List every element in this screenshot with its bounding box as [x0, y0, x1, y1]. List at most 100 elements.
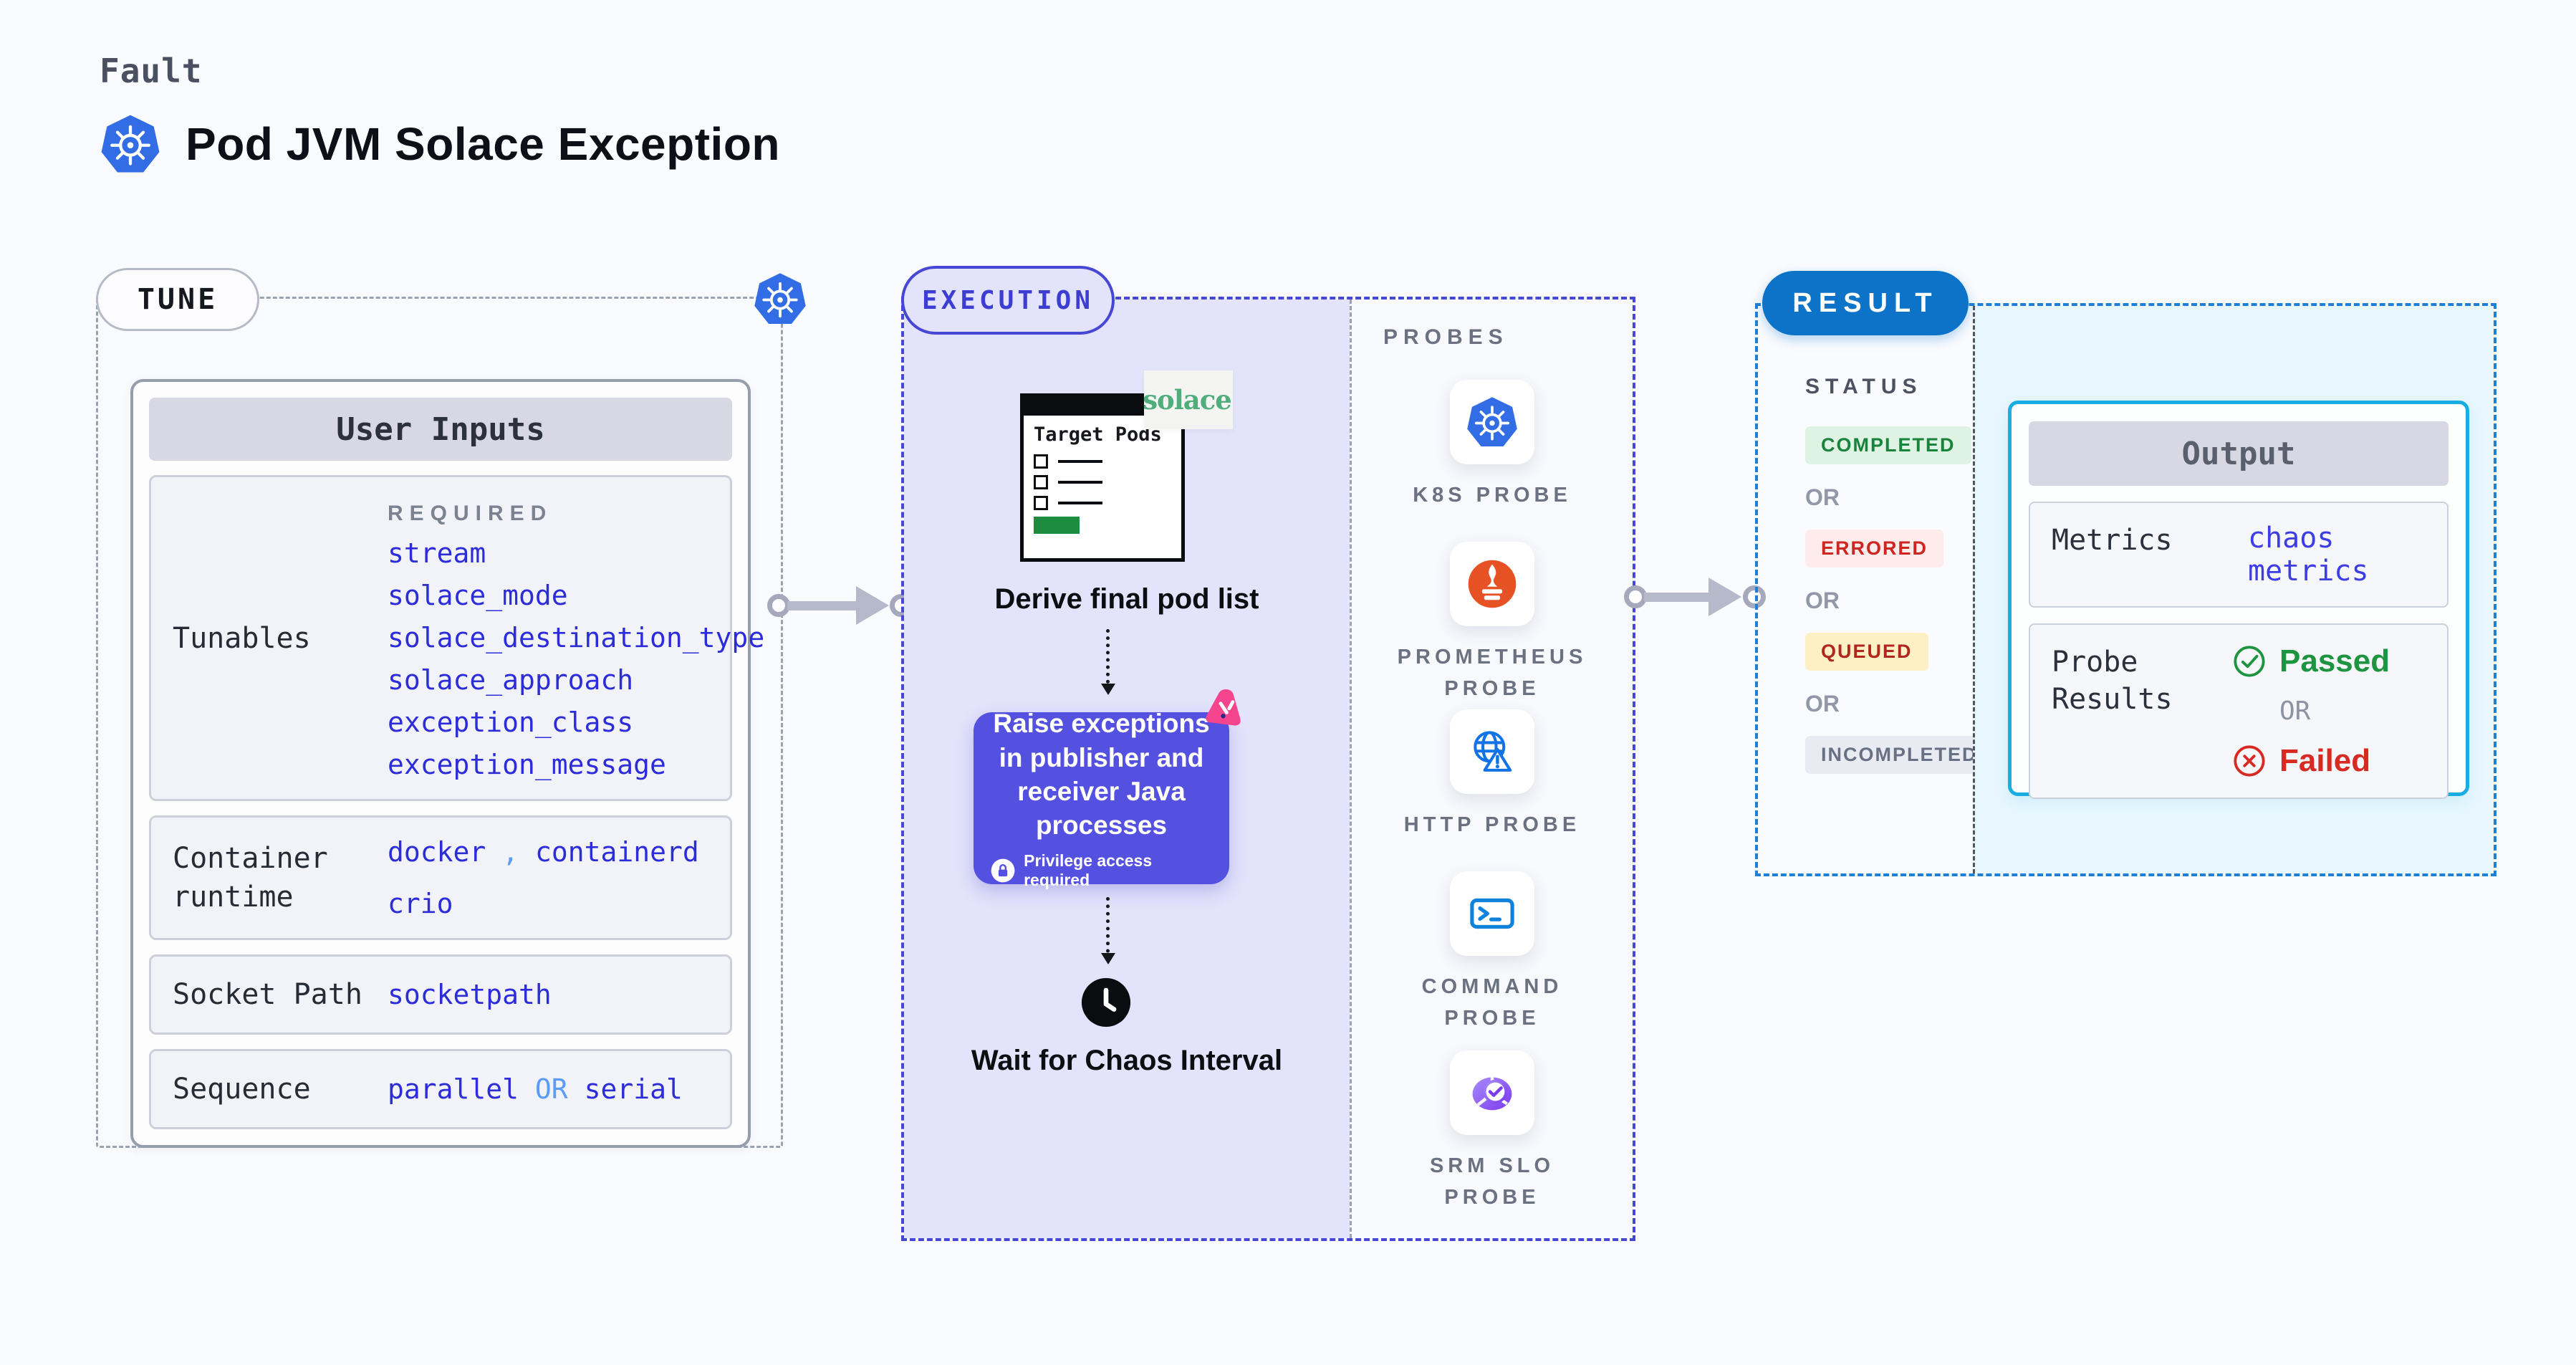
- status-badge-errored: ERRORED: [1805, 530, 1944, 567]
- pod-checklist-item: [1034, 474, 1171, 489]
- status-badge-completed: COMPLETED: [1805, 426, 1971, 464]
- container-runtime-values: docker , containerd crio: [388, 836, 708, 919]
- x-circle-icon: [2232, 744, 2267, 778]
- failed-line: Failed: [2232, 743, 2390, 779]
- clock-icon: [1080, 976, 1133, 1029]
- pod-checklist-item: [1034, 495, 1171, 510]
- solace-wordmark: solace: [1143, 384, 1232, 416]
- probe-label: PROMETHEUS PROBE: [1397, 646, 1587, 700]
- user-inputs-title: User Inputs: [149, 398, 732, 461]
- probe-label: COMMAND PROBE: [1421, 975, 1563, 1030]
- output-region: Output Metrics chaos metrics Probe Resul…: [1973, 306, 2494, 873]
- runtime-crio: crio: [388, 888, 453, 919]
- result-badge: RESULT: [1762, 271, 1969, 335]
- status-stack: STATUS COMPLETED OR ERRORED OR QUEUED OR…: [1805, 375, 1994, 794]
- comma-separator: ,: [502, 836, 519, 868]
- arrow-shaft: [787, 601, 856, 610]
- probe-item: COMMAND PROBE: [1352, 871, 1633, 1034]
- sequence-row: Sequence parallel OR serial: [149, 1049, 732, 1129]
- probe-card: [1450, 542, 1534, 626]
- socket-path-values: socketpath: [388, 975, 708, 1014]
- window-body: Target Pods: [1024, 416, 1181, 541]
- line: [1058, 480, 1102, 484]
- chaos-action-text: Raise exceptions in publisher and receiv…: [993, 709, 1210, 840]
- probes-title: PROBES: [1383, 325, 1509, 349]
- tunable-value: exception_class: [388, 707, 634, 738]
- passed-text: Passed: [2279, 643, 2390, 679]
- probe-item: K8S PROBE: [1352, 380, 1633, 512]
- probe-card: [1450, 380, 1534, 464]
- output-card: Output Metrics chaos metrics Probe Resul…: [2008, 401, 2469, 799]
- status-or: OR: [1805, 484, 1840, 510]
- solace-logo: solace: [1143, 370, 1233, 429]
- kubernetes-icon: [100, 113, 161, 175]
- sequence-values: parallel OR serial: [388, 1070, 708, 1108]
- fault-category-label: Fault: [100, 52, 203, 90]
- flow-arrow-execution-to-result: [1624, 576, 1767, 618]
- prometheus-icon: [1466, 557, 1519, 610]
- status-column: STATUS COMPLETED OR ERRORED OR QUEUED OR…: [1758, 306, 1994, 873]
- chaos-action-box: Raise exceptions in publisher and receiv…: [974, 709, 1229, 889]
- checkbox-icon: [1034, 495, 1048, 510]
- or-separator: OR: [534, 1073, 568, 1105]
- runtime-value-line: docker , containerd: [388, 836, 708, 868]
- flow-arrow-tune-to-execution: [767, 585, 913, 626]
- status-or: OR: [1805, 691, 1840, 717]
- check-circle-icon: [2232, 644, 2267, 679]
- probe-results-row: Probe Results Passed OR Failed: [2029, 623, 2448, 799]
- tune-badge: TUNE: [96, 268, 259, 331]
- probe-item: SRM SLO PROBE: [1352, 1050, 1633, 1213]
- execution-badge: EXECUTION: [901, 266, 1115, 335]
- arrow-shaft: [1644, 593, 1708, 602]
- pod-checklist-item: [1034, 454, 1171, 469]
- checkbox-icon: [1034, 474, 1048, 489]
- tunable-value: exception_message: [388, 749, 666, 780]
- sequence-serial: serial: [584, 1073, 683, 1105]
- probe-card: [1450, 709, 1534, 794]
- tunables-row: Tunables REQUIRED stream solace_mode sol…: [149, 475, 764, 801]
- wait-chaos-interval-caption: Wait for Chaos Interval: [971, 1045, 1283, 1076]
- tunable-value: solace_mode: [388, 580, 568, 611]
- status-badge-incompleted: INCOMPLETED: [1805, 736, 1994, 774]
- probe-item: PROMETHEUS PROBE: [1352, 542, 1633, 704]
- tunable-value: solace_destination_type: [388, 622, 765, 653]
- sequence-parallel: parallel: [388, 1073, 519, 1105]
- checkbox-icon: [1034, 454, 1048, 469]
- page-header: Pod JVM Solace Exception: [100, 113, 780, 175]
- line: [1058, 501, 1102, 504]
- required-label: REQUIRED: [388, 502, 553, 525]
- result-section: RESULT STATUS COMPLETED OR ERRORED OR QU…: [1755, 271, 2496, 876]
- socket-path-label: Socket Path: [173, 978, 362, 1011]
- target-pods-title: Target Pods: [1034, 423, 1162, 446]
- sequence-value: parallel OR serial: [388, 1073, 708, 1105]
- line: [1058, 459, 1102, 463]
- runtime-containerd: containerd: [534, 836, 699, 868]
- execution-flow-panel: Target Pods solace Derive final pod list…: [904, 300, 1350, 1238]
- status-or: OR: [1805, 588, 1840, 613]
- output-title: Output: [2029, 421, 2448, 486]
- passed-line: Passed: [2232, 643, 2390, 679]
- arrow-head: [856, 586, 889, 625]
- derive-pod-list-caption: Derive final pod list: [994, 583, 1259, 615]
- probes-panel: PROBES K8S PROBE PROMETHEUS PROBE HTTP P…: [1350, 300, 1633, 1238]
- container-runtime-row: Container runtime docker , containerd cr…: [149, 815, 732, 940]
- tunable-value: stream: [388, 537, 486, 569]
- progress-bar: [1034, 516, 1080, 534]
- probe-card: [1450, 1050, 1534, 1135]
- user-inputs-card: User Inputs Tunables REQUIRED stream sol…: [130, 379, 764, 1148]
- lock-icon: [991, 858, 1015, 883]
- tunables-values: REQUIRED stream solace_mode solace_desti…: [388, 496, 764, 780]
- sequence-label: Sequence: [173, 1073, 311, 1106]
- status-title: STATUS: [1805, 375, 1923, 398]
- probe-label: HTTP PROBE: [1403, 813, 1581, 836]
- probe-results-label: Probe Results: [2052, 646, 2173, 716]
- flow-dotted-arrow: [1101, 629, 1115, 695]
- execution-section: Target Pods solace Derive final pod list…: [901, 266, 1635, 1241]
- failed-text: Failed: [2279, 743, 2371, 778]
- probe-label: K8S PROBE: [1413, 484, 1572, 507]
- metrics-label: Metrics: [2052, 524, 2173, 557]
- probe-card: [1450, 871, 1534, 956]
- http-globe-icon: [1466, 725, 1519, 778]
- container-runtime-label: Container runtime: [173, 842, 328, 914]
